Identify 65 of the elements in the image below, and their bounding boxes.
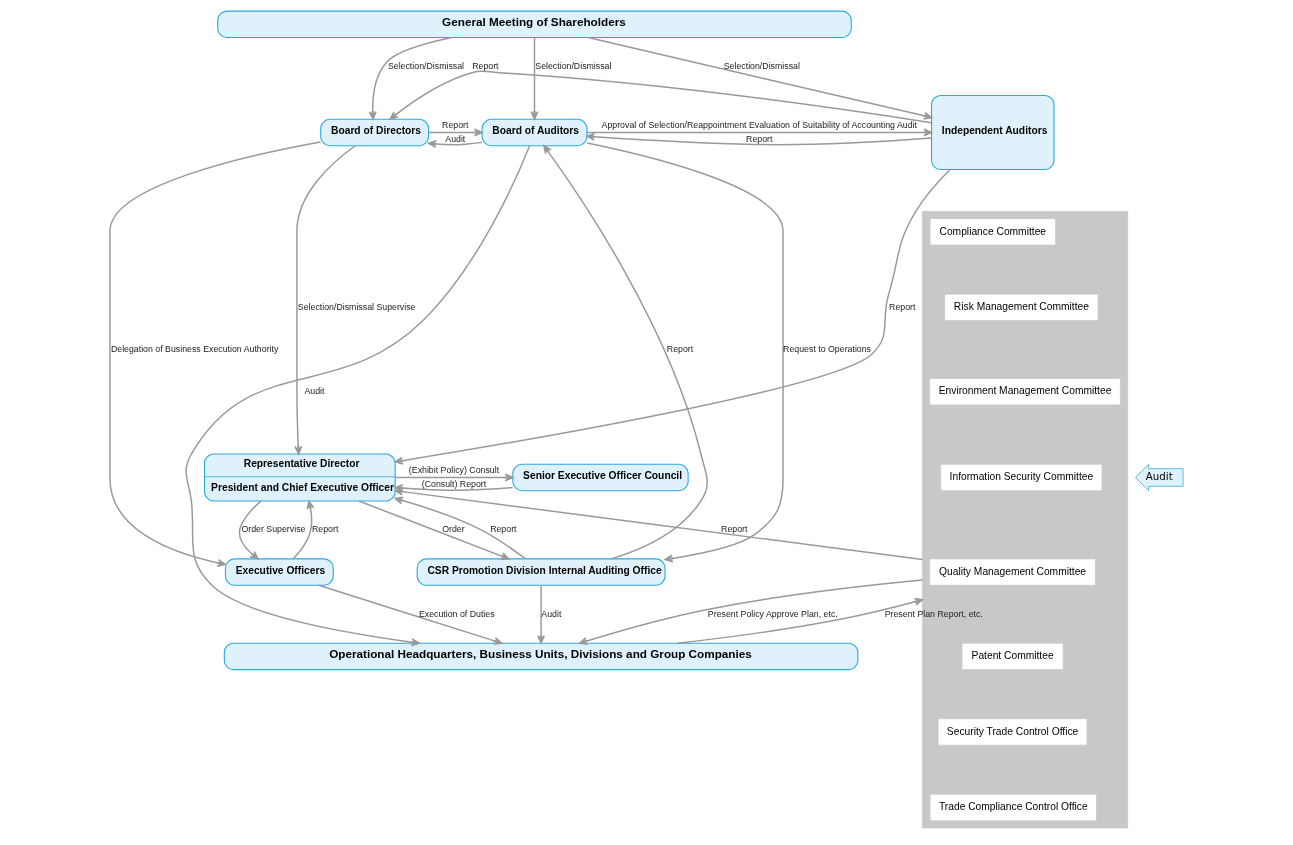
arrow [185, 145, 531, 647]
arrow [586, 142, 784, 563]
arrow [394, 473, 514, 482]
node-box: Board of Auditors [481, 118, 588, 147]
edge-label: Order Supervise [241, 524, 306, 535]
arrow [394, 487, 924, 561]
edge-label: Request to Operations [783, 343, 871, 354]
edge-label: Approval of Selection/Reappointment Evaluation of Suitability of Accounting Audit [601, 119, 917, 130]
node-box: Information Security Committee [940, 463, 1103, 492]
node-box: Compliance Committee [929, 218, 1056, 246]
arrow [530, 37, 539, 120]
edge-label: Report [442, 119, 469, 130]
node-box: Operational Headquarters, Business Units, Divisions and Group Companies [223, 642, 859, 671]
node-box: General Meeting of Shareholders [217, 10, 852, 39]
edge-label: Order [442, 524, 465, 535]
arrow [587, 36, 933, 120]
arrow [368, 36, 453, 120]
edge-label: Audit [304, 385, 325, 396]
arrow [389, 70, 933, 124]
node-box: Trade Compliance Control Office [929, 793, 1097, 822]
edge-label: Report [889, 301, 916, 312]
arrow [676, 597, 924, 644]
node-box: Patent Committee [961, 642, 1064, 670]
edge-label: (Exhibit Policy) Consult [408, 464, 500, 475]
arrow [537, 584, 546, 644]
arrow [394, 168, 951, 465]
node-box: Senior Executive Officer Council [512, 463, 689, 492]
edge-label: Delegation of Business Execution Authority [110, 343, 279, 354]
arrow [109, 141, 322, 567]
arrow [427, 139, 483, 148]
edge-label: Report [490, 524, 517, 535]
arrow [586, 128, 933, 137]
edge-label: Report [721, 524, 748, 535]
node-box: Quality Management Committee [929, 558, 1096, 586]
edge-label: Selection/Dismissal [535, 60, 612, 71]
edge-label: Present Policy Approve Plan, etc. [707, 608, 838, 619]
arrow [294, 145, 356, 455]
node-box: Environment Management Committee [929, 378, 1121, 406]
edge-label: Report [746, 133, 773, 144]
edge-label: Report [666, 343, 694, 354]
node-box: Risk Management Committee [944, 293, 1099, 321]
arrow [292, 500, 315, 560]
edge-label: Selection/Dismissal Supervise [297, 301, 416, 312]
arrow [578, 579, 924, 645]
arrow [543, 145, 709, 560]
edge-label: Audit [445, 133, 466, 144]
arrow [586, 132, 933, 146]
node-box: Independent Auditors [931, 94, 1055, 171]
arrow [358, 500, 510, 560]
edge-label: Execution of Duties [418, 608, 495, 619]
node-box: Executive Officers [224, 558, 334, 586]
edge-label: (Consult) Report [421, 478, 487, 489]
edge-label: Present Plan Report, etc. [884, 608, 983, 619]
node-box: Security Trade Control Office [937, 718, 1088, 746]
arrow [427, 128, 483, 137]
edge-label: Selection/Dismissal [387, 60, 465, 71]
edge-label: Report [311, 524, 339, 535]
node-box: Board of Directors [320, 118, 430, 147]
node-box: CSR Promotion Division Internal Auditing Office [416, 558, 666, 586]
arrow [238, 500, 262, 560]
edge-label: Selection/Dismissal [723, 60, 800, 71]
edge-label: Report [472, 60, 499, 71]
arrow [318, 584, 503, 645]
arrow [394, 496, 527, 560]
edge-label: Audit [541, 608, 562, 619]
